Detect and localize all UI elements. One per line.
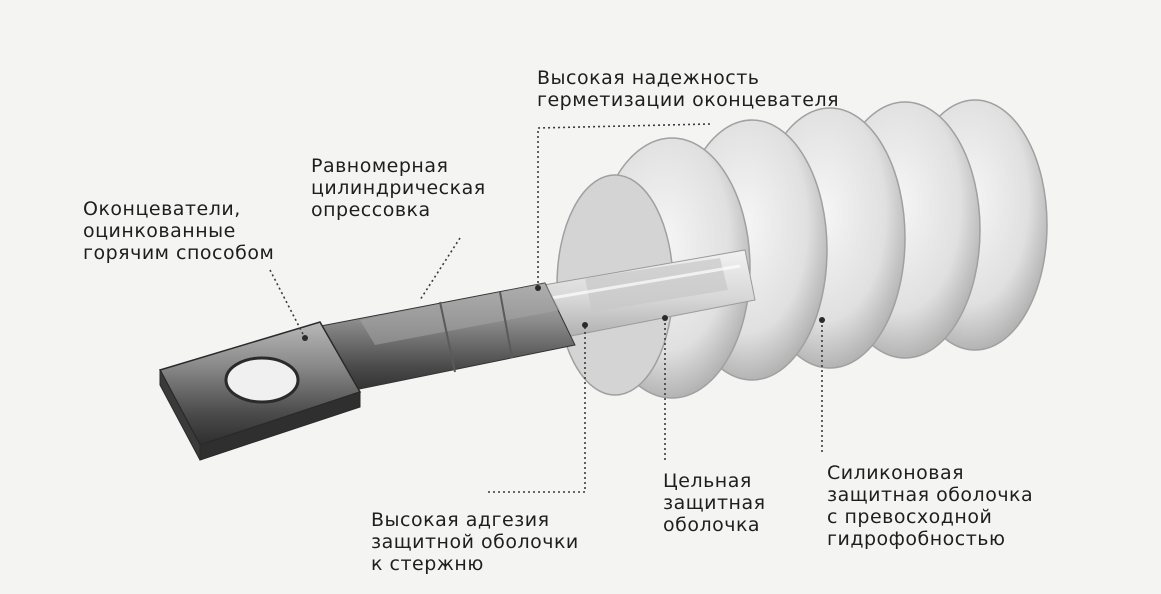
leader-lines: [269, 123, 823, 493]
callout-solid-sheath: Цельная защитная оболочка: [663, 470, 766, 536]
core-rod: [514, 249, 756, 346]
mounting-hole: [224, 356, 300, 404]
callout-silicone-sheath: Силиконовая защитная оболочка с превосхо…: [827, 462, 1034, 550]
callout-crimping: Равномерная цилиндрическая опрессовка: [311, 155, 486, 221]
callout-adhesion: Высокая адгезия защитной оболочки к стер…: [371, 509, 579, 575]
callout-sealing: Высокая надежность герметизации оконцева…: [537, 67, 840, 111]
silicone-sheds: [556, 99, 1048, 399]
end-fitting: [158, 282, 576, 461]
callout-galvanized: Оконцеватели, оцинкованные горячим спосо…: [83, 198, 275, 264]
leader-dots: [302, 285, 825, 341]
